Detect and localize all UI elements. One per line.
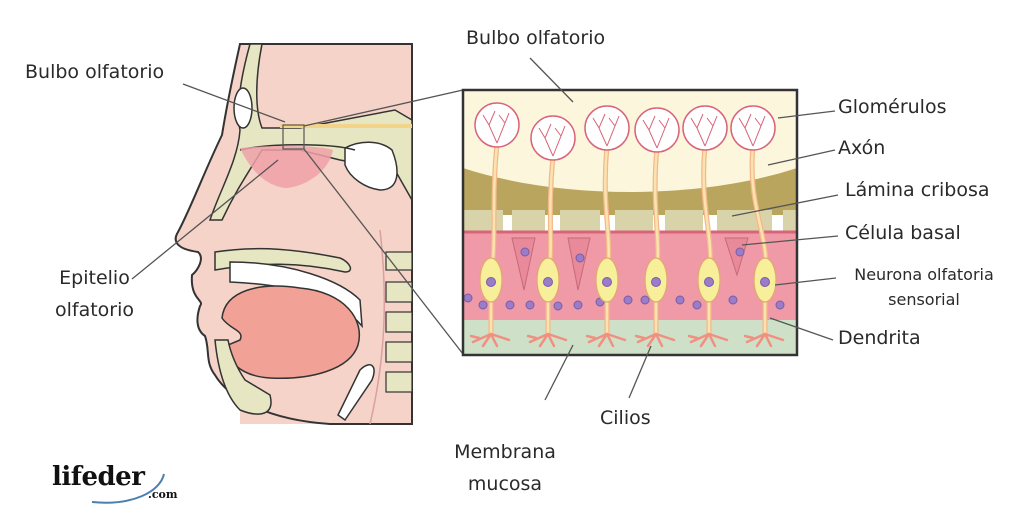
label-neurona-olfatoria-sensorial: Neurona olfatoria sensorial: [838, 265, 1010, 310]
leader-lines: [131, 57, 839, 401]
frontal-sinus: [233, 87, 253, 129]
cilia: [469, 332, 511, 348]
label-epitelio-olfatorio: Epitelio olfatorio: [47, 267, 142, 321]
cilia: [526, 332, 568, 348]
nucleus: [692, 300, 702, 310]
label-membrana-line2: mucosa: [467, 473, 543, 495]
nucleus: [575, 253, 585, 263]
neuron-nucleus: [602, 277, 612, 287]
olfactory-neuron: [526, 115, 576, 348]
label-cilios: Cilios: [600, 407, 651, 429]
neuron-nucleus: [543, 277, 553, 287]
mucous-membrane: [463, 320, 797, 355]
nucleus: [520, 247, 530, 257]
label-neurona-line1: Neurona olfatoria: [854, 265, 994, 284]
glomerulus: [634, 107, 680, 153]
nucleus: [728, 295, 738, 305]
label-membrana-line1: Membrana: [454, 441, 556, 463]
cilia: [585, 332, 627, 348]
olfactory-neuron: [469, 102, 520, 348]
logo-swoosh: [91, 473, 165, 504]
glomerulus: [682, 105, 728, 151]
cilia: [743, 332, 785, 348]
cilia: [634, 332, 676, 348]
nucleus: [478, 300, 488, 310]
pharynx-wall: [369, 229, 386, 425]
olive-band: [463, 168, 797, 215]
label-celula-basal: Célula basal: [845, 222, 961, 244]
logo-wordmark: lifeder: [52, 462, 145, 492]
olfactory-neuron: [584, 105, 630, 348]
olfactory-neuron: [730, 105, 785, 348]
olfactory-neuron: [634, 107, 680, 348]
glomerulus: [474, 102, 520, 148]
glomerulus: [530, 115, 576, 161]
nucleus: [775, 300, 785, 310]
label-neurona-line2: sensorial: [888, 290, 960, 309]
nucleus: [463, 293, 473, 303]
neuron-nucleus: [486, 277, 496, 287]
label-glomerulos: Glomérulos: [838, 96, 947, 118]
head-cross-section: [174, 43, 413, 425]
mandible: [214, 339, 272, 415]
label-axon: Axón: [838, 137, 886, 159]
label-dendrita: Dendrita: [838, 327, 921, 349]
label-lamina-cribosa: Lámina cribosa: [845, 179, 990, 201]
olfactory-detail-panel: [461, 88, 799, 357]
olfactory-neuron: [682, 105, 729, 348]
label-membrana-mucosa: Membrana mucosa: [440, 441, 570, 495]
nucleus: [640, 295, 650, 305]
neuron-nucleus: [651, 277, 661, 287]
nucleus: [675, 295, 685, 305]
nucleus: [525, 300, 535, 310]
cilia: [687, 332, 729, 348]
neurons: [469, 102, 785, 348]
glomerulus: [730, 105, 776, 151]
detail-frame: [461, 88, 799, 357]
nucleus: [505, 300, 515, 310]
glomerulus: [584, 105, 630, 151]
connector-lines: [303, 89, 464, 355]
cervical-vertebrae: [385, 251, 413, 393]
neuron-nucleus: [760, 277, 770, 287]
sphenoid-sinus: [344, 141, 398, 191]
lifeder-logo: lifeder .com: [52, 462, 178, 504]
label-bulbo-olfatorio-left: Bulbo olfatorio: [25, 61, 165, 83]
logo-suffix: .com: [148, 488, 178, 501]
nucleus: [573, 300, 583, 310]
nucleus: [735, 247, 745, 257]
tongue: [221, 285, 360, 379]
zoom-region-box: [282, 124, 305, 150]
olfactory-epithelium: [463, 232, 797, 322]
nucleus: [553, 301, 563, 311]
neuron-nucleus: [704, 277, 714, 287]
epiglottis: [337, 364, 375, 422]
label-bulbo-olfatorio-top: Bulbo olfatorio: [466, 27, 606, 49]
nucleus: [623, 295, 633, 305]
label-epitelio-line1: Epitelio: [59, 267, 130, 289]
label-epitelio-line2: olfatorio: [54, 299, 135, 321]
